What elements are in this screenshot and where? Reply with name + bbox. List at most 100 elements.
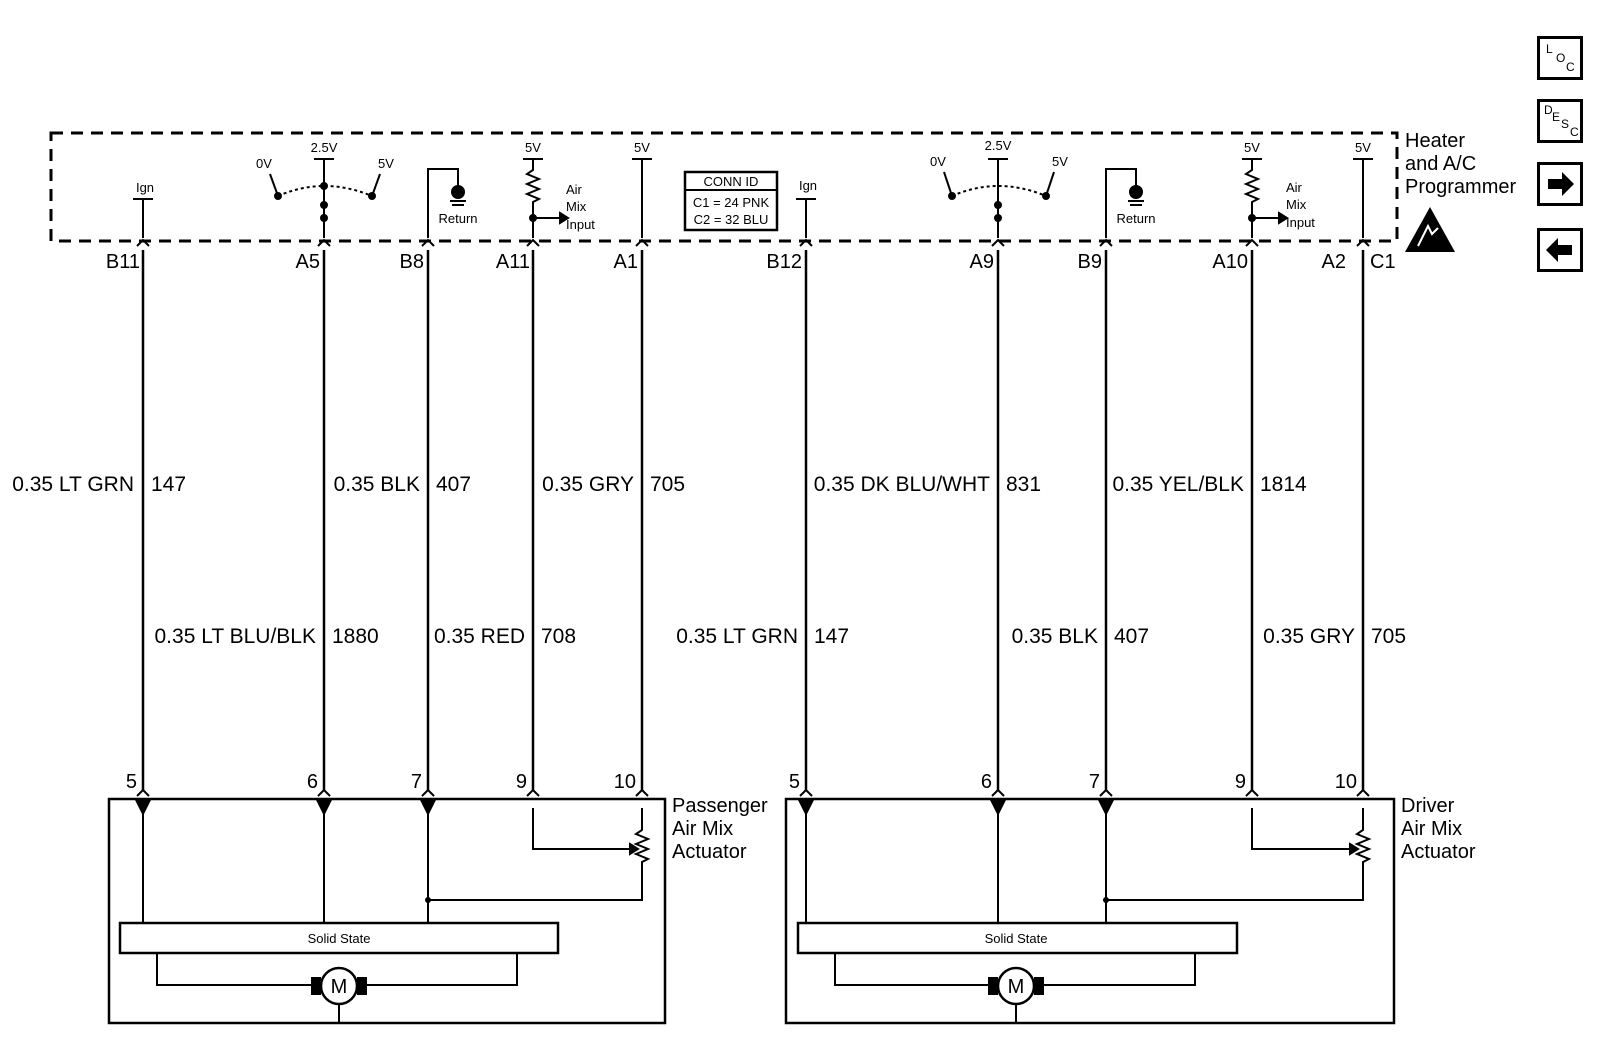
- wire-circuit-label: 147: [814, 625, 849, 648]
- internal-labels: Ign 2.5V 0V 5V Return 5V Air Mix Input 5…: [136, 138, 1371, 232]
- passenger-actuator-name-1: Passenger: [672, 795, 768, 817]
- wire-circuit-label: 407: [1114, 625, 1149, 648]
- wire-circuit-label: 708: [541, 625, 576, 648]
- loc-letter: O: [1556, 51, 1566, 65]
- solid-state-label: Solid State: [308, 931, 371, 946]
- pin-b8: B8: [400, 251, 424, 273]
- svg-text:5V: 5V: [1355, 140, 1371, 155]
- programmer-module-box: [49, 131, 1399, 243]
- conn-id-box: CONN ID C1 = 24 PNK C2 = 32 BLU: [683, 170, 779, 232]
- svg-text:Input: Input: [1286, 215, 1315, 230]
- conn-id-c1: C1 = 24 PNK: [693, 195, 770, 210]
- svg-text:9: 9: [516, 771, 527, 793]
- motor-icon: M: [331, 976, 348, 998]
- svg-text:Return: Return: [1116, 211, 1155, 226]
- pin-b9: B9: [1078, 251, 1102, 273]
- svg-text:5V: 5V: [1244, 140, 1260, 155]
- wire-color-label: 0.35 BLK: [334, 473, 420, 496]
- pin-a11: A11: [496, 251, 530, 273]
- module-title-line2: and A/C: [1405, 153, 1476, 175]
- module-pin-labels: B11 A5 B8 A11 A1 B12 A9 B9 A10 A2 C1: [106, 251, 1396, 273]
- svg-text:5V: 5V: [378, 156, 394, 171]
- wire-labels-row1: 0.35 LT GRN 147 0.35 BLK 407 0.35 GRY 70…: [12, 473, 1307, 496]
- passenger-actuator-name-2: Air Mix: [672, 818, 733, 840]
- wire-color-label: 0.35 RED: [434, 625, 525, 648]
- wire-labels-row2: 0.35 LT BLU/BLK 1880 0.35 RED 708 0.35 L…: [155, 625, 1407, 648]
- pin-a10: A10: [1212, 251, 1248, 273]
- desc-letter: S: [1561, 117, 1570, 131]
- svg-text:Ign: Ign: [799, 178, 817, 193]
- svg-text:Ign: Ign: [136, 180, 154, 195]
- svg-text:7: 7: [411, 771, 422, 793]
- wire-circuit-label: 831: [1006, 473, 1041, 496]
- pin-b12: B12: [766, 251, 802, 273]
- svg-text:5: 5: [789, 771, 800, 793]
- arrow-right-icon: [1548, 172, 1574, 196]
- wire-color-label: 0.35 GRY: [542, 473, 634, 496]
- wire-color-label: 0.35 LT BLU/BLK: [155, 625, 317, 648]
- svg-text:5V: 5V: [525, 140, 541, 155]
- svg-text:6: 6: [981, 771, 992, 793]
- wire-color-label: 0.35 BLK: [1012, 625, 1098, 648]
- desc-letter: D: [1544, 103, 1553, 117]
- svg-text:Return: Return: [438, 211, 477, 226]
- loc-letter: C: [1566, 60, 1575, 74]
- wire-circuit-label: 705: [1371, 625, 1406, 648]
- svg-text:2.5V: 2.5V: [985, 138, 1012, 153]
- pin-a5: A5: [296, 251, 320, 273]
- pin-a1: A1: [614, 251, 638, 273]
- wire-circuit-label: 1880: [332, 625, 379, 648]
- motor-icon: M: [1008, 976, 1025, 998]
- passenger-actuator-name-3: Actuator: [672, 841, 747, 863]
- wire-color-label: 0.35 GRY: [1263, 625, 1355, 648]
- pin-b11: B11: [106, 251, 140, 273]
- desc-button[interactable]: D E S C: [1537, 99, 1583, 143]
- wire-color-label: 0.35 LT GRN: [676, 625, 798, 648]
- conn-id-header: CONN ID: [704, 174, 759, 189]
- wire-color-label: 0.35 DK BLU/WHT: [814, 473, 990, 496]
- module-title-line3: Programmer: [1405, 176, 1516, 198]
- wire-circuit-label: 705: [650, 473, 685, 496]
- svg-text:5V: 5V: [634, 140, 650, 155]
- pin-c1: C1: [1370, 251, 1396, 273]
- loc-button[interactable]: L O C: [1537, 36, 1583, 80]
- driver-actuator: Solid State M: [784, 797, 1396, 1025]
- actuator-pin-labels: 5 6 7 9 10 5 6 7 9 10: [126, 771, 1357, 793]
- svg-text:0V: 0V: [256, 156, 272, 171]
- module-title-line1: Heater: [1405, 130, 1465, 152]
- svg-text:0V: 0V: [930, 154, 946, 169]
- svg-text:2.5V: 2.5V: [311, 140, 338, 155]
- wires: [141, 250, 1365, 790]
- driver-actuator-name-3: Actuator: [1401, 841, 1476, 863]
- svg-text:Mix: Mix: [566, 199, 587, 214]
- prev-button[interactable]: [1537, 228, 1583, 272]
- svg-text:Input: Input: [566, 217, 595, 232]
- svg-text:5: 5: [126, 771, 137, 793]
- actuator-connector-chevrons: [136, 788, 1370, 797]
- svg-text:Air: Air: [1286, 180, 1303, 195]
- svg-text:Mix: Mix: [1286, 197, 1307, 212]
- driver-actuator-name-1: Driver: [1401, 795, 1455, 817]
- next-button[interactable]: [1537, 162, 1583, 206]
- pin-a9: A9: [970, 251, 994, 273]
- passenger-actuator: Solid State M: [107, 797, 667, 1025]
- programmer-internal-circuits: [133, 158, 1373, 238]
- svg-text:7: 7: [1089, 771, 1100, 793]
- arrow-left-icon: [1546, 238, 1572, 262]
- wire-circuit-label: 407: [436, 473, 471, 496]
- wire-color-label: 0.35 LT GRN: [12, 473, 134, 496]
- esd-warning-icon: [1405, 207, 1455, 252]
- svg-text:5V: 5V: [1052, 154, 1068, 169]
- svg-text:6: 6: [307, 771, 318, 793]
- svg-text:9: 9: [1235, 771, 1246, 793]
- wire-color-label: 0.35 YEL/BLK: [1112, 473, 1244, 496]
- desc-letter: C: [1570, 125, 1579, 139]
- loc-letter: L: [1546, 42, 1553, 56]
- svg-text:10: 10: [1335, 771, 1357, 793]
- pin-a2: A2: [1322, 251, 1346, 273]
- wire-circuit-label: 1814: [1260, 473, 1307, 496]
- wire-circuit-label: 147: [151, 473, 186, 496]
- desc-letter: E: [1552, 110, 1561, 124]
- conn-id-c2: C2 = 32 BLU: [694, 212, 769, 227]
